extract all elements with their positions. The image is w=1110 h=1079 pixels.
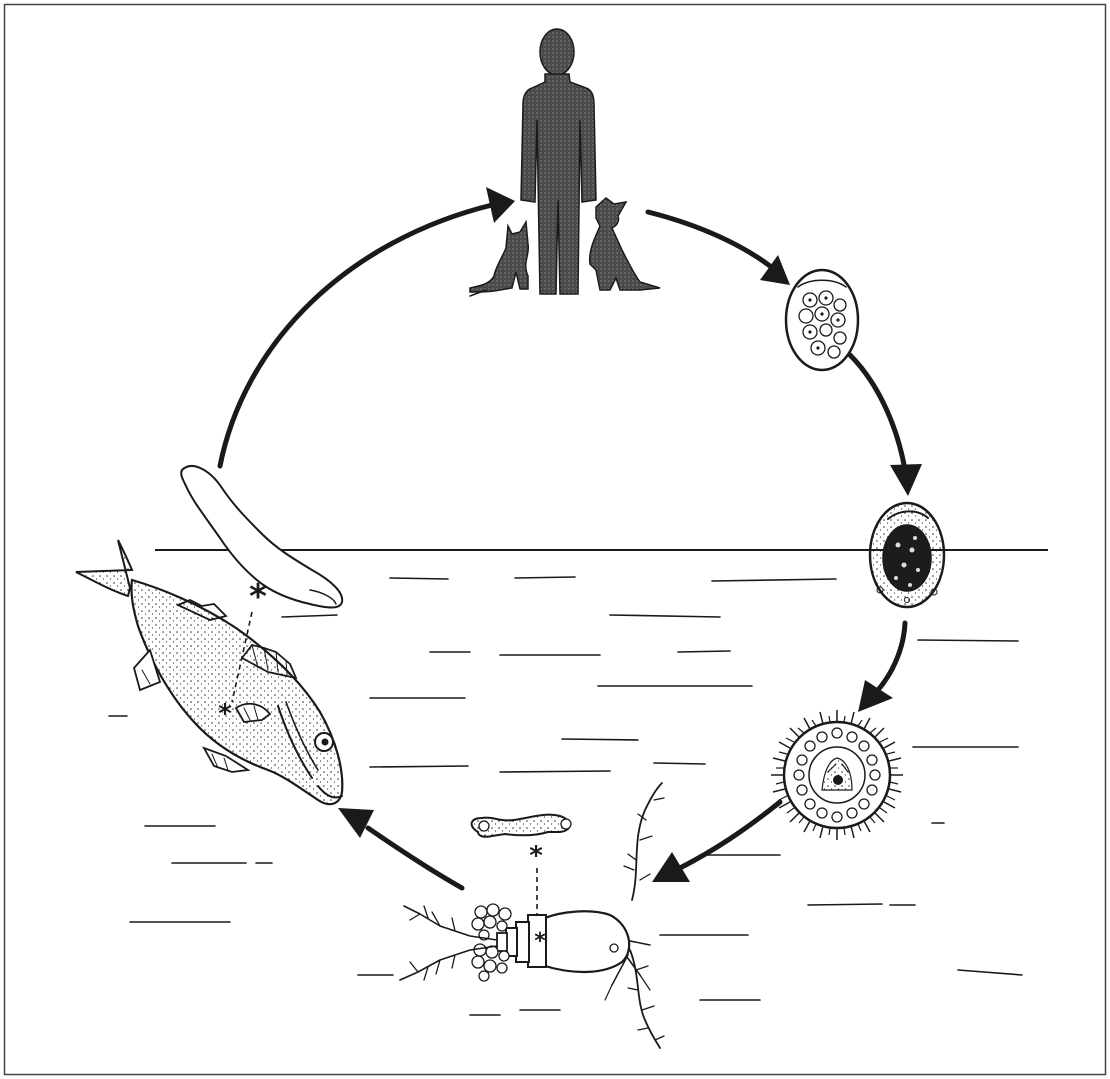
arrow-egg-to-embryonated — [850, 355, 922, 496]
svg-text:*: * — [218, 699, 232, 729]
svg-text:*: * — [529, 841, 543, 871]
embryonated-egg-icon — [870, 503, 944, 607]
arrow-hosts-to-egg — [648, 212, 790, 285]
svg-text:*: * — [249, 577, 267, 617]
arrow-embryonated-to-coracidium — [858, 623, 905, 712]
coracidium-icon — [771, 710, 903, 840]
human-icon — [521, 29, 596, 294]
unembryonated-egg-icon — [786, 270, 858, 370]
arrow-fish-to-hosts — [220, 187, 515, 466]
arrow-copepod-to-fish — [338, 808, 462, 888]
arrow-coracidium-to-copepod — [652, 802, 780, 882]
svg-text:*: * — [534, 929, 546, 954]
procercoid-larva-icon — [472, 815, 571, 837]
cat-icon — [470, 222, 528, 296]
